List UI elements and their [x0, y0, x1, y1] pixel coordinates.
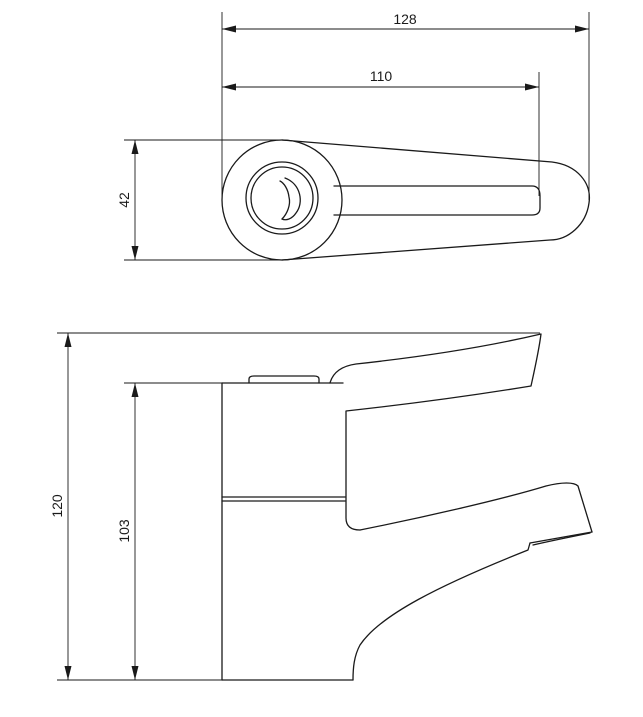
- dim-128-arrow-right: [575, 25, 589, 33]
- side-view-spout-aerator: [532, 532, 591, 546]
- side-view-spout-top: [359, 482, 593, 533]
- dim-103-arrow-bottom: [131, 666, 139, 680]
- top-view-cap-mark-inner: [279, 180, 291, 220]
- dim-42-arrow-bottom: [131, 246, 139, 260]
- top-view-hub-outer: [221, 139, 343, 261]
- side-view: 120 103: [49, 332, 593, 681]
- top-view-lever-slot: [333, 185, 541, 216]
- dim-120-label: 120: [49, 494, 65, 518]
- side-view-spout-underside: [352, 542, 531, 681]
- side-view-spout-tip: [529, 531, 593, 544]
- dim-110-arrow-left: [222, 83, 236, 91]
- dim-128-label: 128: [393, 11, 417, 27]
- side-view-top-cap: [248, 375, 320, 384]
- top-view-lever-outline: [281, 139, 590, 261]
- dim-42-arrow-top: [131, 140, 139, 154]
- top-view: 128 110 42: [116, 11, 590, 261]
- top-view-hub-inner: [250, 166, 314, 230]
- top-view-cap-mark: [281, 177, 301, 221]
- side-view-lever: [329, 333, 542, 531]
- dim-120-arrow-top: [64, 333, 72, 347]
- dim-103-arrow-top: [131, 383, 139, 397]
- dim-110-label: 110: [370, 68, 393, 84]
- dim-42-label: 42: [116, 192, 132, 208]
- dim-103-label: 103: [116, 519, 132, 543]
- dim-128-arrow-left: [222, 25, 236, 33]
- dim-120-arrow-bottom: [64, 666, 72, 680]
- top-view-hub-ring: [245, 161, 319, 235]
- dim-110-arrow-right: [525, 83, 539, 91]
